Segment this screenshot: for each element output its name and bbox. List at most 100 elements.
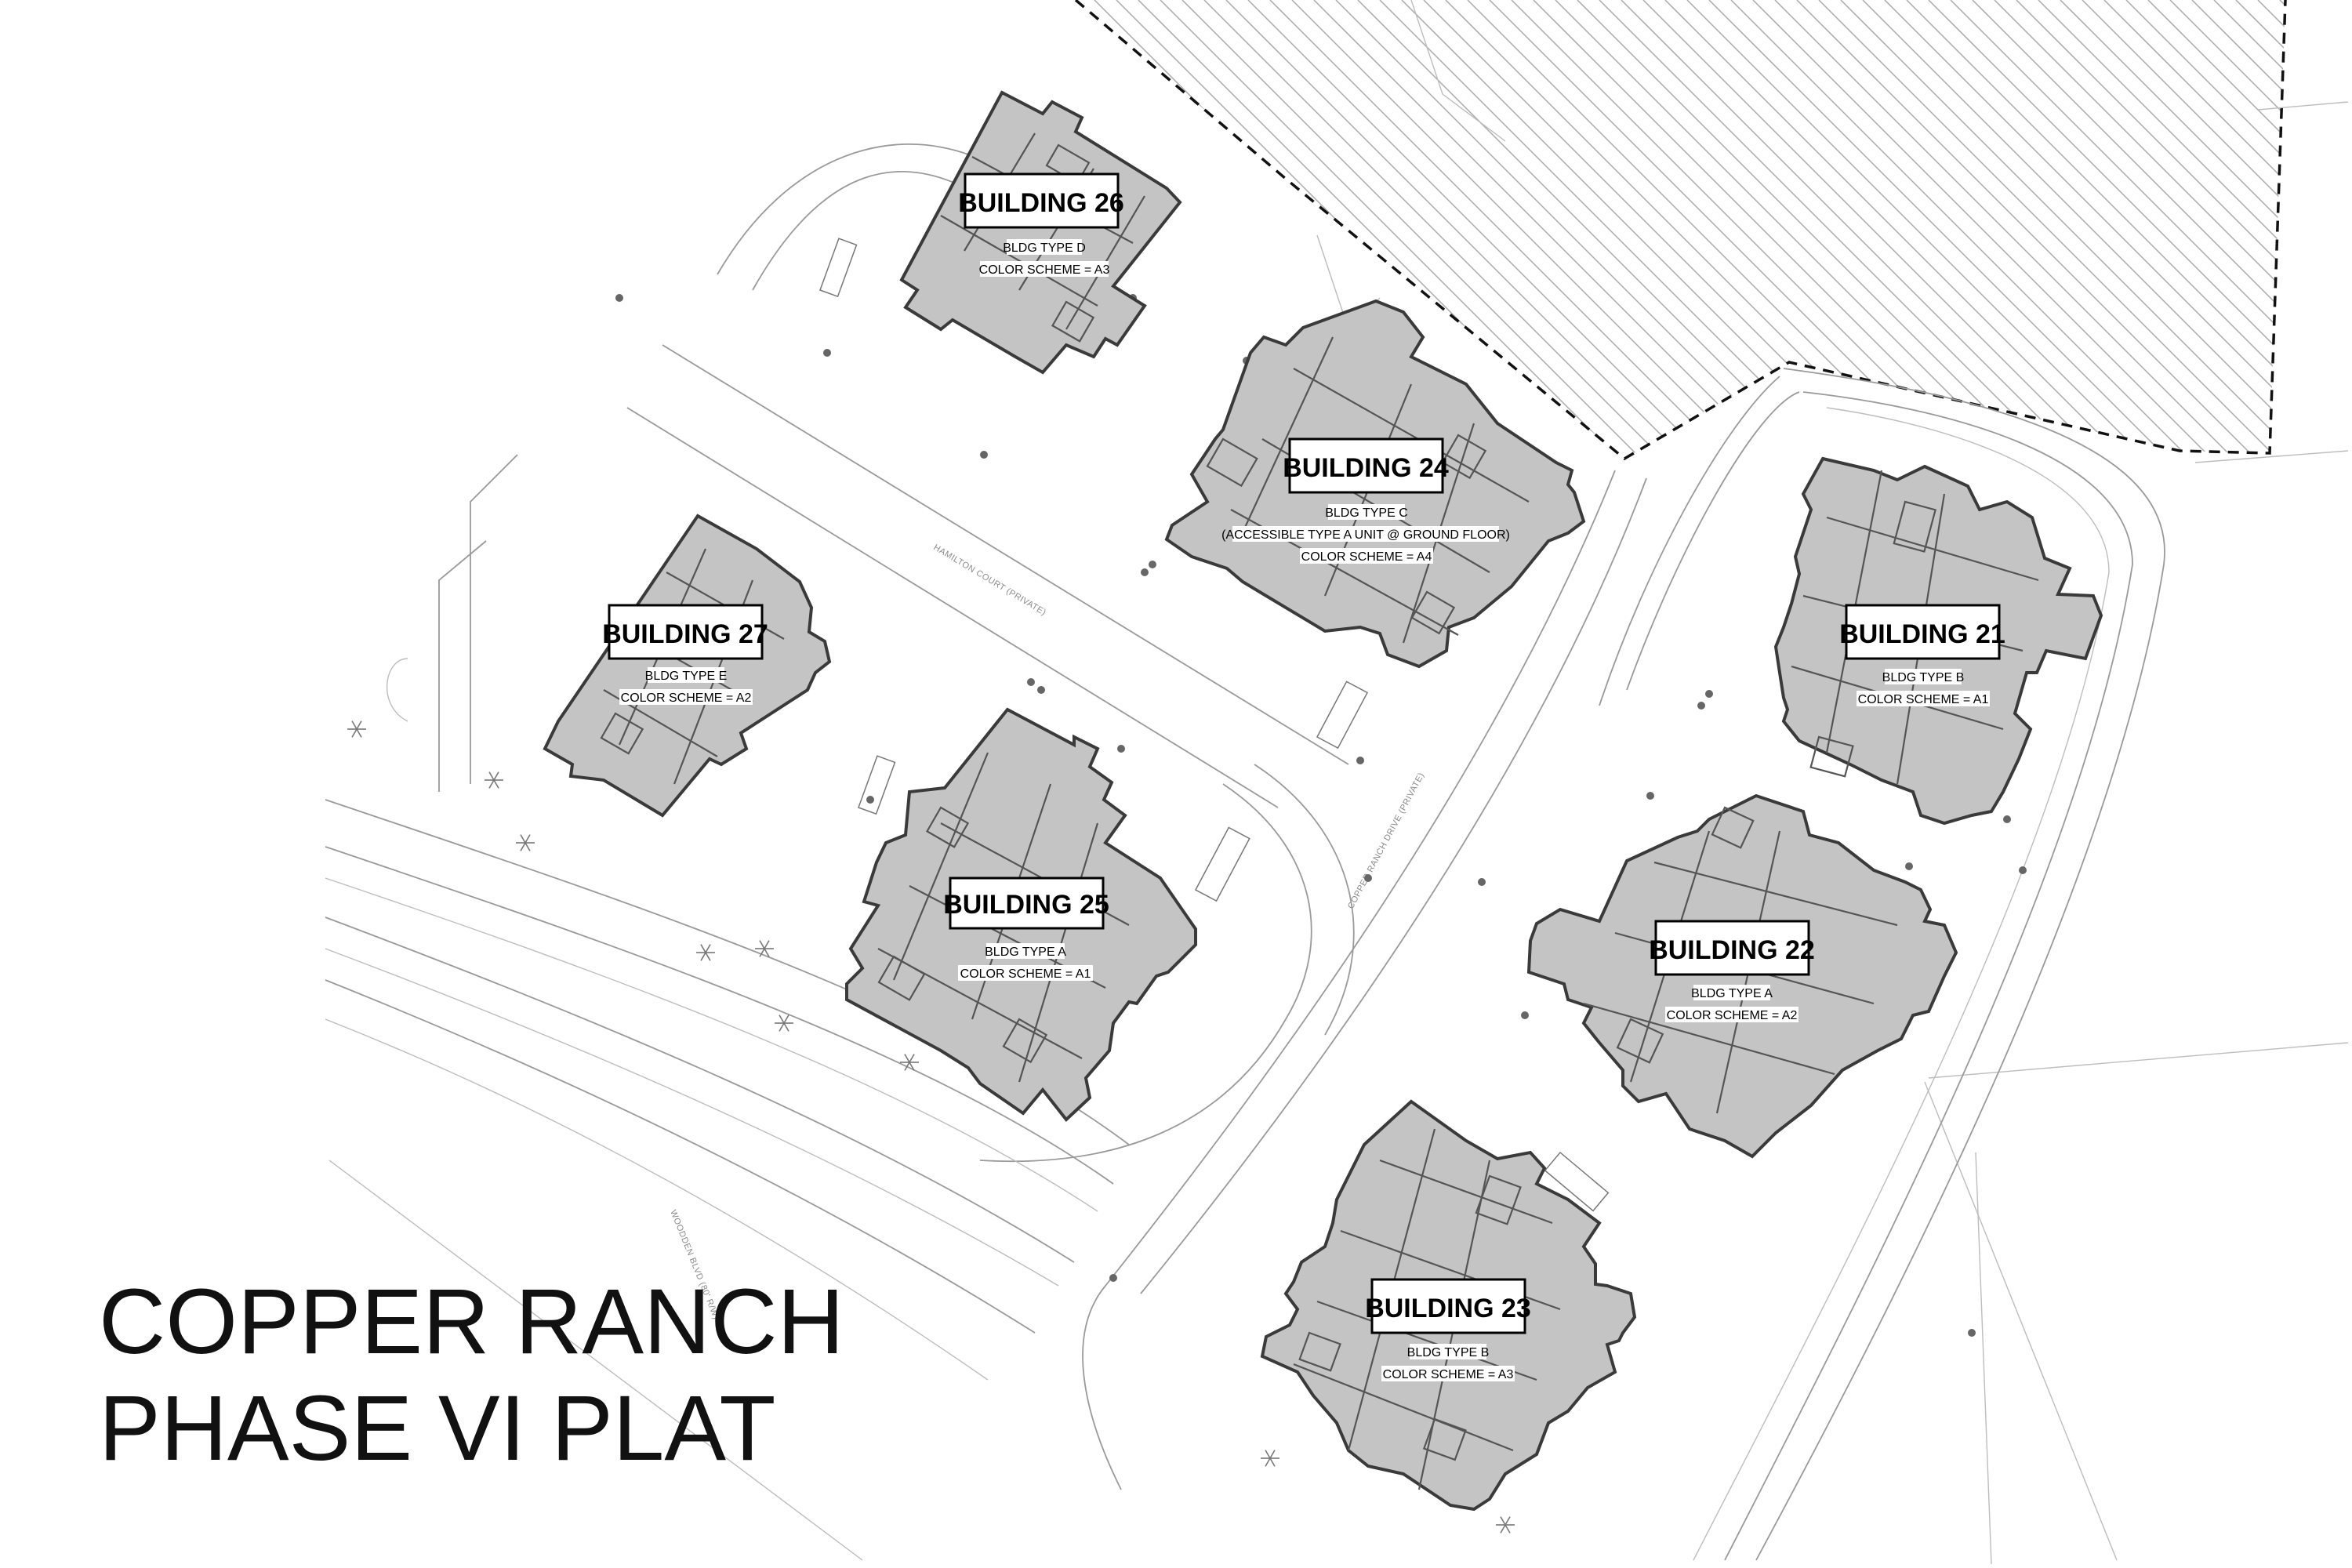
hatch-line <box>2125 0 2285 459</box>
hatch-line <box>480 0 966 486</box>
building-27-name: BUILDING 27 <box>602 619 768 649</box>
building-27-type: BLDG TYPE E <box>645 670 728 683</box>
building-21-label: BUILDING 21 BLDG TYPE B COLOR SCHEME = A… <box>1839 604 2005 706</box>
building-23-scheme: COLOR SCHEME = A3 <box>1383 1368 1514 1381</box>
hatch-line <box>1533 0 2020 459</box>
site-dot <box>823 349 831 357</box>
hatch-line <box>1599 0 2086 459</box>
site-dot <box>1697 702 1705 710</box>
hatch-line <box>2169 0 2285 459</box>
hatch-line <box>2103 0 2285 459</box>
building-26-type: BLDG TYPE D <box>1003 241 1086 255</box>
hatch-line <box>1840 0 2285 459</box>
tree-icon <box>347 720 366 738</box>
building-22[interactable] <box>1526 793 1958 1159</box>
building-23-name: BUILDING 23 <box>1365 1294 1531 1323</box>
site-dot <box>1968 1329 1976 1337</box>
building-25-type: BLDG TYPE A <box>985 946 1066 959</box>
hatch-line <box>1862 0 2285 459</box>
building-26[interactable] <box>899 90 1182 375</box>
building-21-type: BLDG TYPE B <box>1882 671 1965 684</box>
hatch-line <box>1752 0 2240 459</box>
plat-title-line-1: COPPER RANCH <box>99 1270 844 1374</box>
building-26-name: BUILDING 26 <box>958 188 1124 218</box>
hatch-line <box>2279 0 2285 459</box>
building-24-note: (ACCESSIBLE TYPE A UNIT @ GROUND FLOOR) <box>1221 528 1510 542</box>
hatch-line <box>1686 0 2174 459</box>
hatch-line <box>1642 0 2130 459</box>
hatch-line <box>1928 0 2285 459</box>
street-label-copper-ranch: COPPER RANCH DRIVE (PRIVATE) <box>1346 771 1426 910</box>
plat-title-line-2: PHASE VI PLAT <box>99 1377 776 1480</box>
building-26-scheme: COLOR SCHEME = A3 <box>979 263 1110 277</box>
hatch-line <box>1884 0 2285 459</box>
building-21-name: BUILDING 21 <box>1839 619 2005 649</box>
hatch-line <box>2060 0 2285 459</box>
building-27-label: BUILDING 27 BLDG TYPE E COLOR SCHEME = A… <box>602 604 768 705</box>
building-22-name: BUILDING 22 <box>1649 935 1815 965</box>
building-24-label: BUILDING 24 BLDG TYPE C (ACCESSIBLE TYPE… <box>1221 437 1510 564</box>
hatch-line <box>1730 0 2218 459</box>
site-dot <box>1364 874 1372 882</box>
building-23-label: BUILDING 23 BLDG TYPE B COLOR SCHEME = A… <box>1365 1278 1531 1381</box>
site-dot <box>980 451 988 459</box>
tree-icon <box>516 834 535 851</box>
hatch-line <box>458 0 944 486</box>
site-dot <box>2019 866 2027 874</box>
site-dot <box>1705 690 1713 698</box>
site-dot <box>615 294 623 302</box>
hatch-line <box>2038 0 2285 459</box>
tree-icon <box>1261 1450 1279 1467</box>
building-24-name: BUILDING 24 <box>1283 453 1449 483</box>
hatch-line <box>1906 0 2285 459</box>
hatch-line <box>1423 0 1911 459</box>
hatch-line <box>1269 0 1757 459</box>
tree-icon <box>1496 1516 1515 1534</box>
hatch-line <box>1225 0 1713 459</box>
hatch-line <box>1181 0 1669 459</box>
site-dot <box>1149 561 1156 568</box>
tree-icon <box>775 1014 793 1032</box>
street-label-hamilton: HAMILTON COURT (PRIVATE) <box>931 543 1047 617</box>
site-dot <box>1109 1274 1117 1282</box>
building-22-scheme: COLOR SCHEME = A2 <box>1667 1009 1798 1022</box>
tree-icon <box>485 771 503 789</box>
hatch-line <box>1972 0 2285 459</box>
building-23-type: BLDG TYPE B <box>1407 1346 1490 1359</box>
property-boundary-line <box>1074 0 2287 461</box>
tree-icon <box>755 940 774 957</box>
crosswalks <box>819 238 1610 1212</box>
building-25-scheme: COLOR SCHEME = A1 <box>960 967 1091 981</box>
hatch-line <box>1950 0 2285 459</box>
hatch-line <box>2016 0 2285 459</box>
hatch-line <box>2191 0 2285 459</box>
site-features <box>347 294 2027 1534</box>
hatch-line <box>414 0 900 486</box>
site-dot <box>1521 1011 1529 1019</box>
hatch-line <box>1555 0 2042 459</box>
hatch-line <box>2082 0 2285 459</box>
hatch-line <box>1664 0 2152 459</box>
building-27[interactable] <box>543 514 832 818</box>
site-dot <box>1478 878 1486 886</box>
hatch-line <box>1708 0 2196 459</box>
hatch-line <box>2147 0 2285 459</box>
hatch-line <box>1160 0 1647 459</box>
building-22-type: BLDG TYPE A <box>1691 987 1773 1000</box>
tree-icon <box>900 1054 919 1071</box>
hatch-line <box>2302 0 2352 486</box>
building-25-name: BUILDING 25 <box>943 890 1109 920</box>
hatch-line <box>2324 0 2352 486</box>
site-dot <box>1356 757 1364 764</box>
building-21-scheme: COLOR SCHEME = A1 <box>1858 693 1989 706</box>
hatch-line <box>1994 0 2285 459</box>
building-24-type: BLDG TYPE C <box>1325 506 1408 520</box>
site-dot <box>2003 815 2011 823</box>
hatch-line <box>1291 0 1779 459</box>
hatch-line <box>1203 0 1691 459</box>
building-22-label: BUILDING 22 BLDG TYPE A COLOR SCHEME = A… <box>1649 920 1815 1022</box>
hatch-line <box>1489 0 1976 459</box>
hatch-line <box>1247 0 1735 459</box>
hatch-line <box>436 0 922 486</box>
